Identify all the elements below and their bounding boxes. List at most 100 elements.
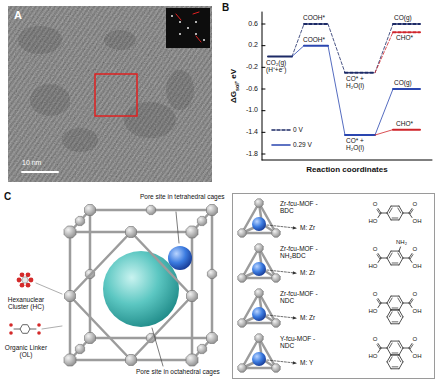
oxygen-atom	[9, 331, 13, 335]
ring-bond	[387, 258, 391, 265]
oxygen-atom	[29, 278, 34, 283]
ring-bond	[399, 296, 403, 303]
carboxyl-bond	[377, 300, 380, 304]
part-label: Organic Linker (OL)	[0, 344, 52, 359]
metal-cluster	[272, 364, 280, 372]
energy-level	[345, 134, 375, 136]
ring-bond	[399, 348, 403, 355]
fft-spot	[187, 27, 189, 29]
atom-label: O	[413, 201, 418, 208]
scale-bar	[22, 171, 58, 173]
x-axis	[262, 160, 432, 161]
metal-cluster	[207, 269, 216, 278]
mof-name: Y-fcu-MOF -NDC	[280, 335, 326, 350]
ring-bond	[387, 310, 391, 317]
carboxyl-bond	[377, 210, 380, 214]
metal-cluster	[238, 229, 246, 237]
tick-label: -1.4	[246, 128, 258, 136]
carboxyl-bond	[409, 348, 412, 353]
energy-connector	[375, 130, 393, 135]
fft-marker	[176, 14, 181, 20]
ring-bond	[391, 251, 399, 252]
ring-bond	[391, 354, 399, 355]
leader-line	[176, 212, 179, 243]
carboxyl-bond	[410, 345, 413, 349]
energy-connector	[292, 24, 304, 57]
ring-double-bond	[392, 352, 398, 353]
metal-cluster	[85, 333, 96, 344]
tetrahedral-pore	[252, 217, 266, 231]
tick-label: 0.2	[248, 41, 258, 49]
tem-image	[8, 6, 212, 182]
oxygen-atom	[9, 323, 13, 327]
metal-label: M: Zr	[300, 224, 315, 231]
carboxyl-bond	[378, 258, 381, 263]
carboxyl-bond	[409, 303, 412, 308]
tick-label: -0.6	[246, 85, 258, 93]
carboxyl-bond	[378, 344, 381, 349]
state-label: CO₂(g) (H⁺+e⁻)	[266, 59, 296, 74]
energy-level	[393, 23, 420, 25]
metal-cluster	[187, 291, 198, 302]
tetrahedral-pore	[168, 246, 192, 270]
carboxyl-bond	[381, 348, 387, 349]
pointer-line	[267, 360, 295, 363]
ring-bond	[391, 323, 399, 324]
ring-bond	[391, 296, 399, 297]
ring-bond	[391, 354, 399, 355]
atom-label: HO	[369, 353, 378, 360]
axis-tick	[262, 45, 265, 46]
ring-double-bond	[389, 253, 392, 258]
carboxyl-bond	[378, 254, 381, 259]
tem-noise	[8, 6, 212, 182]
tem-grain	[62, 128, 98, 152]
oxygen-atom	[20, 272, 25, 277]
ring-double-bond	[392, 366, 398, 367]
ring-bond	[399, 317, 403, 324]
legend-line	[272, 144, 290, 146]
carboxyl-bond	[403, 348, 409, 349]
carboxyl-bond	[378, 348, 381, 353]
state-label: CHO*	[396, 34, 413, 41]
energy-level	[393, 88, 420, 90]
oxygen-atom	[26, 272, 31, 277]
mof-list-box: Zr-fcu-MOF -BDCM: ZrZr-fcu-MOF -NH₂BDCM:…	[232, 193, 435, 379]
carboxyl-bond	[409, 213, 412, 218]
carboxyl-bond	[409, 344, 412, 349]
metal-cluster	[238, 274, 246, 282]
atom-label: O	[373, 291, 378, 298]
pointer-head	[293, 316, 297, 319]
metal-cluster	[272, 319, 280, 327]
leader-line	[42, 326, 62, 329]
metal-label: M: Y	[300, 359, 313, 366]
metal-cluster	[126, 355, 137, 366]
metal-cluster	[255, 244, 263, 252]
energy-connector	[292, 46, 304, 57]
atom-label: OH	[413, 308, 422, 315]
fft-marker	[196, 36, 201, 42]
ring-bond	[387, 303, 391, 310]
atom-label: O	[373, 201, 378, 208]
atom-label: OH	[413, 218, 422, 225]
metal-cluster	[186, 354, 198, 366]
tetrahedral-pore	[252, 262, 266, 276]
state-label: CO(g)	[394, 79, 412, 86]
ring-double-bond	[398, 208, 401, 213]
panel-letter: C	[4, 191, 11, 202]
ring-double-bond	[392, 262, 398, 263]
tick-label: 0.6	[248, 20, 258, 28]
fft-spot	[171, 15, 173, 17]
metal-cluster	[64, 226, 76, 238]
leader-line	[152, 328, 163, 366]
oxygen-atom	[26, 283, 31, 288]
oxygen-atom	[17, 278, 22, 283]
ring-double-bond	[392, 307, 398, 308]
metal-label: M: Zr	[300, 269, 315, 276]
atom-label: O	[413, 291, 418, 298]
metal-cluster	[146, 205, 155, 214]
framework-rod	[131, 296, 192, 360]
carboxyl-bond	[409, 209, 412, 214]
energy-level	[268, 56, 292, 58]
ring-double-bond	[389, 208, 392, 213]
